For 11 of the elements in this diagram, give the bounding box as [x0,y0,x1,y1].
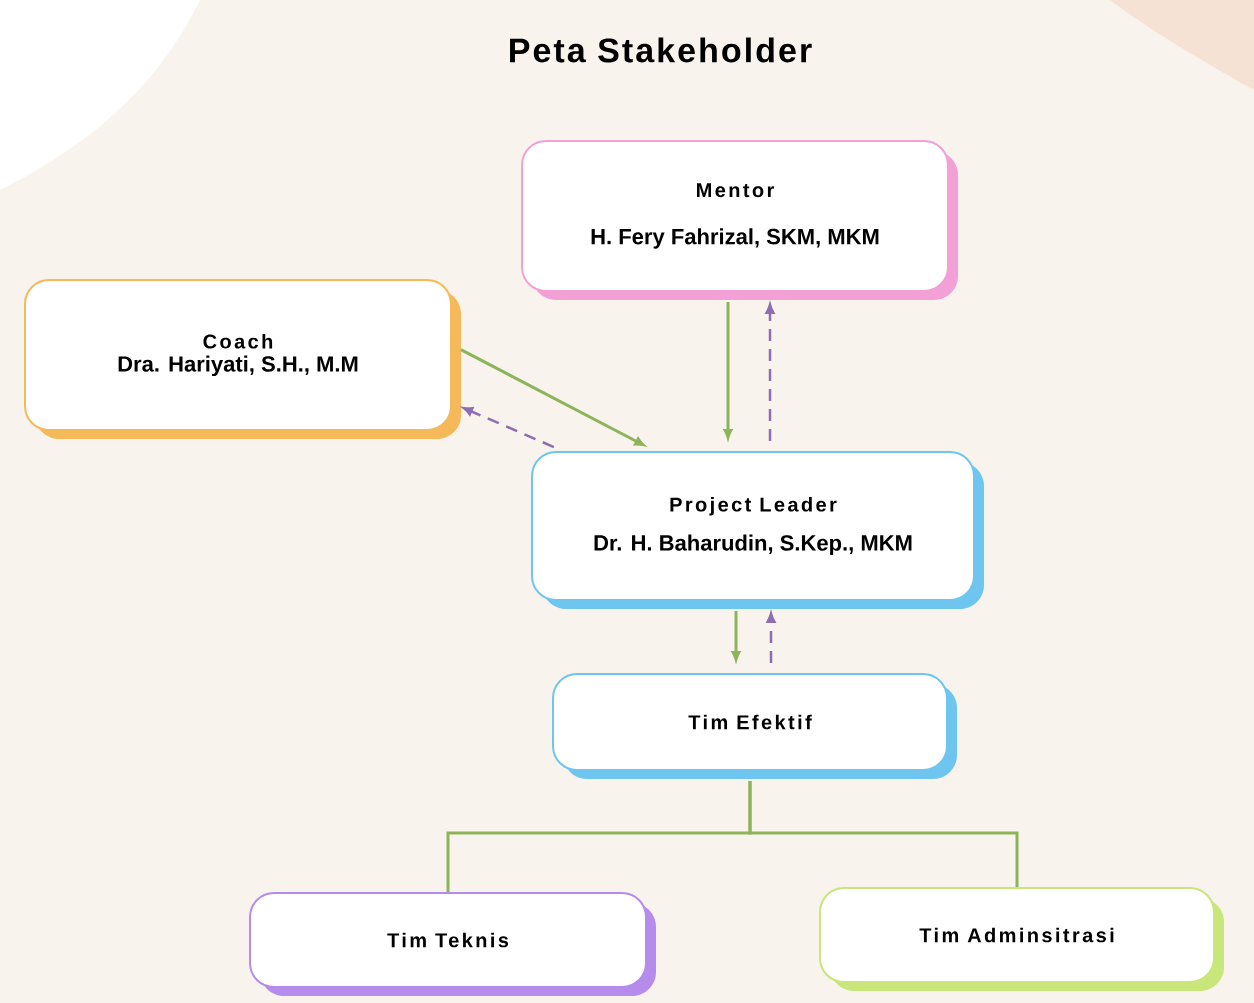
arrow [766,612,776,663]
arrow [460,348,645,447]
title: Peta Stakeholder [510,37,812,63]
stakeholder-box: Project Leader Dr. H. Baharudin, S.Kep., MKM [531,451,984,609]
arrow [462,406,555,449]
stakeholder-box: Tim Efektif [552,673,957,779]
stakeholder-box: Coach Dra. Hariyati, S.H., M.M [24,279,461,439]
stakeholder-box: Mentor H. Fery Fahrizal, SKM, MKM [521,140,958,300]
arrow [765,303,775,441]
stakeholder-box: Tim Adminsitrasi [819,887,1224,991]
stakeholder-box: Tim Teknis [249,892,656,996]
